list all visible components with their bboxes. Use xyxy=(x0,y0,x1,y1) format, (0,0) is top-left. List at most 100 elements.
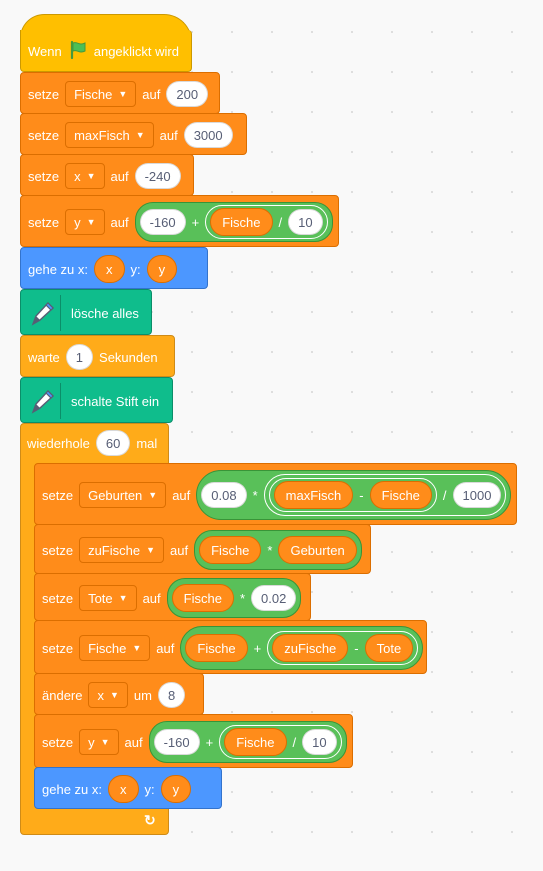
divide-operator[interactable]: maxFisch - Fische / 1000 xyxy=(263,474,507,516)
number-input[interactable]: 10 xyxy=(302,729,337,755)
number-input[interactable]: -160 xyxy=(139,209,186,235)
block-label: setze xyxy=(42,640,74,656)
variable-dropdown[interactable]: zuFische▼ xyxy=(79,537,165,563)
operator-symbol: * xyxy=(239,590,246,606)
operator-symbol: + xyxy=(205,734,214,750)
value-input[interactable]: 60 xyxy=(95,430,131,456)
chevron-down-icon: ▼ xyxy=(86,217,96,227)
variable-reporter[interactable]: x xyxy=(94,255,125,283)
variable-dropdown[interactable]: Tote▼ xyxy=(79,585,137,611)
value-input[interactable]: -240 xyxy=(134,163,181,189)
block-label: setze xyxy=(28,168,60,184)
block-label: Sekunden xyxy=(99,349,158,365)
block-label: setze xyxy=(28,127,60,143)
block-label: lösche alles xyxy=(71,305,139,321)
variable-dropdown[interactable]: x▼ xyxy=(65,163,105,189)
operator-symbol: + xyxy=(191,214,200,230)
variable-dropdown[interactable]: Fische ▼ xyxy=(65,81,137,107)
go-to-xy-block[interactable]: gehe zu x: x y: y xyxy=(34,767,222,809)
dropdown-value: zuFische xyxy=(88,542,141,558)
operator-symbol: / xyxy=(278,214,283,230)
block-label: warte xyxy=(28,349,60,365)
block-label: setze xyxy=(42,487,74,503)
block-label: auf xyxy=(124,734,143,750)
set-variable-block[interactable]: setze y▼ auf -160 + Fische / 10 xyxy=(20,195,339,247)
variable-dropdown[interactable]: Geburten▼ xyxy=(79,482,167,508)
value-input[interactable]: 3000 xyxy=(183,122,233,148)
multiply-operator[interactable]: Fische * 0.02 xyxy=(166,578,302,618)
block-label: auf xyxy=(142,86,161,102)
when-flag-clicked-block[interactable]: Wenn angeklickt wird xyxy=(20,30,192,72)
block-label: auf xyxy=(170,542,189,558)
variable-reporter[interactable]: Fische xyxy=(171,584,234,612)
chevron-down-icon: ▼ xyxy=(118,89,128,99)
number-input[interactable]: 0.02 xyxy=(251,585,297,611)
block-label: auf xyxy=(142,590,161,606)
dropdown-value: Fische xyxy=(74,86,113,102)
variable-reporter[interactable]: zuFische xyxy=(272,634,349,662)
block-label: setze xyxy=(28,86,60,102)
set-variable-block[interactable]: setze Tote▼ auf Fische * 0.02 xyxy=(34,573,311,621)
dropdown-value: y xyxy=(74,214,81,230)
operator-symbol: / xyxy=(292,734,297,750)
variable-reporter[interactable]: Fische xyxy=(369,481,432,509)
operator-symbol: * xyxy=(267,542,273,558)
variable-reporter[interactable]: x xyxy=(108,775,139,803)
block-label: y: xyxy=(130,261,141,277)
pen-clear-block[interactable]: lösche alles xyxy=(20,289,152,335)
pen-icon xyxy=(24,383,61,419)
variable-dropdown[interactable]: y▼ xyxy=(79,729,119,755)
variable-reporter[interactable]: y xyxy=(146,255,178,283)
change-variable-block[interactable]: ändere x▼ um 8 xyxy=(34,673,204,715)
block-label: auf xyxy=(110,168,129,184)
variable-reporter[interactable]: Fische xyxy=(199,536,262,564)
minus-operator[interactable]: zuFische - Tote xyxy=(267,631,419,665)
variable-dropdown[interactable]: Fische▼ xyxy=(79,635,151,661)
block-label: setze xyxy=(28,214,60,230)
divide-operator[interactable]: Fische / 10 xyxy=(219,725,342,759)
plus-operator[interactable]: -160 + Fische / 10 xyxy=(134,202,333,242)
plus-operator[interactable]: -160 + Fische / 10 xyxy=(148,721,347,763)
dropdown-value: y xyxy=(88,734,95,750)
set-variable-block[interactable]: setze maxFisch▼ auf 3000 xyxy=(20,113,247,155)
set-variable-block[interactable]: setze x▼ auf -240 xyxy=(20,154,194,196)
variable-reporter[interactable]: y xyxy=(160,775,192,803)
number-input[interactable]: -160 xyxy=(153,729,200,755)
variable-reporter[interactable]: Fische xyxy=(224,728,287,756)
chevron-down-icon: ▼ xyxy=(135,130,145,140)
go-to-xy-block[interactable]: gehe zu x: x y: y xyxy=(20,247,208,289)
variable-reporter[interactable]: Fische xyxy=(185,634,248,662)
plus-operator[interactable]: Fische + zuFische - Tote xyxy=(180,626,424,670)
pen-down-block[interactable]: schalte Stift ein xyxy=(20,377,173,423)
variable-dropdown[interactable]: x▼ xyxy=(88,682,128,708)
set-variable-block[interactable]: setze zuFische▼ auf Fische * Geburten xyxy=(34,524,371,574)
operator-symbol: - xyxy=(359,487,364,503)
value-input[interactable]: 1 xyxy=(65,344,94,370)
block-label: gehe zu x: xyxy=(28,261,88,277)
divide-operator[interactable]: Fische / 10 xyxy=(205,205,328,239)
multiply-operator[interactable]: 0.08 * maxFisch - Fische / 1000 xyxy=(196,470,512,520)
block-label: Wenn xyxy=(28,43,62,59)
chevron-down-icon: ▼ xyxy=(109,690,119,700)
value-input[interactable]: 8 xyxy=(157,682,186,708)
set-variable-block[interactable]: setze Fische ▼ auf 200 xyxy=(20,72,220,114)
number-input[interactable]: 10 xyxy=(288,209,323,235)
multiply-operator[interactable]: Fische * Geburten xyxy=(194,530,362,570)
value-input[interactable]: 200 xyxy=(166,81,209,107)
variable-dropdown[interactable]: maxFisch▼ xyxy=(65,122,154,148)
variable-reporter[interactable]: Tote xyxy=(364,634,414,662)
block-label: wiederhole xyxy=(27,435,90,451)
chevron-down-icon: ▼ xyxy=(100,737,110,747)
minus-operator[interactable]: maxFisch - Fische xyxy=(268,478,437,512)
set-variable-block[interactable]: setze Fische▼ auf Fische + zuFische - To… xyxy=(34,620,427,674)
set-variable-block[interactable]: setze y▼ auf -160 + Fische / 10 xyxy=(34,714,353,768)
variable-dropdown[interactable]: y▼ xyxy=(65,209,105,235)
number-input[interactable]: 0.08 xyxy=(201,482,247,508)
set-variable-block[interactable]: setze Geburten▼ auf 0.08 * maxFisch - Fi… xyxy=(34,463,517,525)
wait-block[interactable]: warte 1 Sekunden xyxy=(20,335,175,377)
variable-reporter[interactable]: Fische xyxy=(210,208,273,236)
block-label: mal xyxy=(136,435,158,451)
variable-reporter[interactable]: maxFisch xyxy=(273,481,354,509)
variable-reporter[interactable]: Geburten xyxy=(278,536,357,564)
number-input[interactable]: 1000 xyxy=(452,482,502,508)
